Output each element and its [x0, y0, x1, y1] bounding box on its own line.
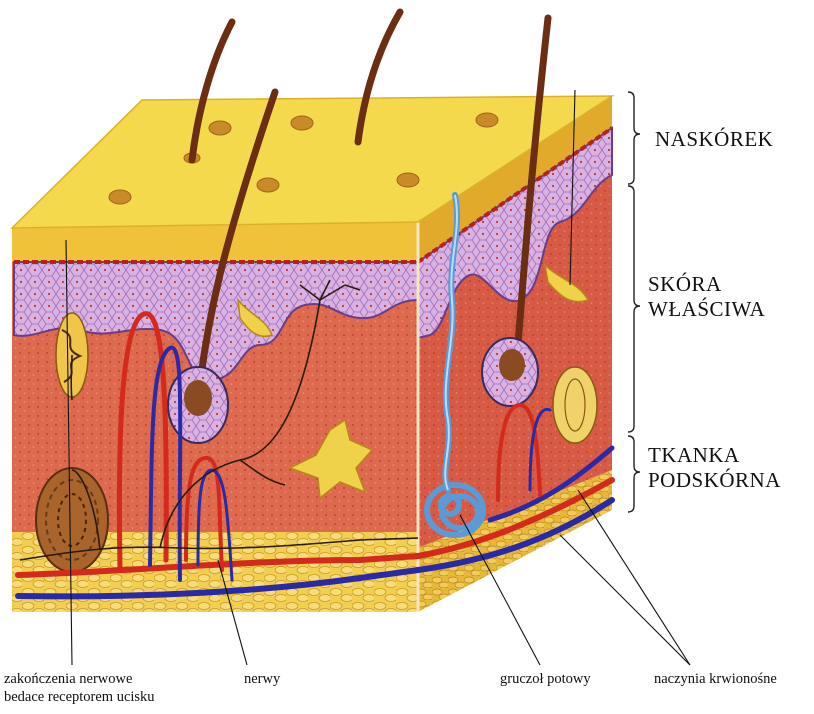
label-hypodermis-line2: PODSKÓRNA	[648, 468, 781, 493]
label-dermis: SKÓRA WŁAŚCIWA	[648, 272, 765, 322]
label-nerve-endings: zakończenia nerwowe bedace receptorem uc…	[4, 670, 155, 706]
label-dermis-line2: WŁAŚCIWA	[648, 297, 765, 322]
label-nerve-endings-line1: zakończenia nerwowe	[4, 670, 155, 688]
label-sweat-gland: gruczoł potowy	[500, 670, 591, 688]
label-nerves: nerwy	[244, 670, 280, 688]
label-blood-vessels: naczynia krwionośne	[654, 670, 777, 688]
label-nerve-endings-line2: bedace receptorem ucisku	[4, 688, 155, 706]
front-epidermis	[12, 222, 418, 262]
label-dermis-line1: SKÓRA	[648, 272, 765, 297]
layer-braces	[628, 92, 640, 512]
label-hypodermis-line1: TKANKA	[648, 443, 781, 468]
label-hypodermis: TKANKA PODSKÓRNA	[648, 443, 781, 493]
label-epidermis: NASKÓREK	[655, 127, 773, 152]
